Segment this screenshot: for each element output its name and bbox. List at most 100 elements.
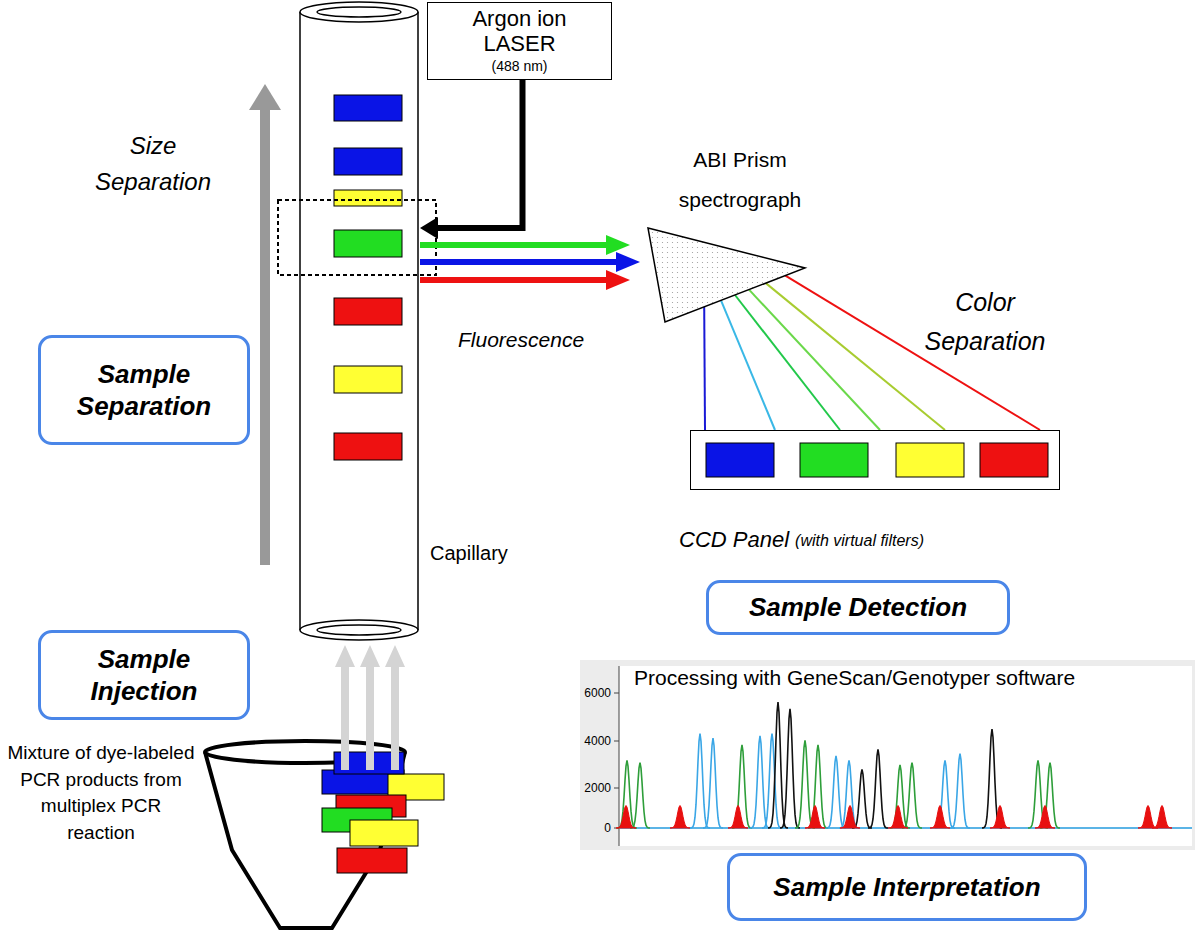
dna-bands (334, 95, 402, 460)
ccd-filter-cells (980, 443, 1048, 477)
capillary-tube (417, 12, 419, 630)
axis-tick-label: 2000 (571, 781, 611, 795)
dna-bands (334, 366, 402, 393)
peak-trace (868, 749, 888, 828)
axis-tick-label: 4000 (571, 734, 611, 748)
node-label: Sample Detection (749, 591, 967, 624)
vial-bands (350, 820, 418, 846)
laser-box: Argon ion LASER (488 nm) (427, 2, 612, 80)
node-label: Sample Separation (53, 358, 235, 423)
peak-trace (703, 738, 723, 828)
injection-arrows (341, 665, 349, 770)
stage-box: Sample Separation (38, 335, 250, 445)
injection-arrows (366, 665, 374, 770)
axis-caption: Size Separation (88, 128, 218, 200)
arrowhead (616, 252, 640, 272)
size-standard-peak (728, 806, 748, 828)
size-standard-peak (840, 806, 860, 828)
stage-box: Sample Injection (38, 630, 250, 720)
node-sublabel: (488 nm) (491, 58, 547, 75)
connector (420, 235, 640, 290)
node-label: Processing with GeneScan/Genotyper softw… (630, 666, 1079, 690)
signal-caption: Fluorescence (458, 328, 584, 352)
vial-bands (322, 752, 444, 873)
arrowhead (420, 217, 438, 239)
size-standard-peak (1035, 806, 1055, 828)
injection-arrows (391, 665, 399, 770)
electropherogram-panel (619, 666, 1192, 846)
size-standard-peak (990, 806, 1010, 828)
connector-line (438, 80, 523, 228)
injection-arrows (335, 645, 355, 667)
step-caption: Color Separation (915, 283, 1055, 361)
size-separation-arrow (249, 84, 281, 565)
dna-bands (334, 190, 402, 206)
stage-box: Sample Detection (706, 580, 1010, 635)
peak-trace (826, 756, 846, 828)
size-standard-peak (616, 806, 636, 828)
peak-trace (902, 763, 922, 828)
connector-line (703, 307, 706, 430)
injection-arrows (385, 645, 405, 667)
electropherogram-panel (580, 660, 1195, 850)
electropherogram-panel (614, 788, 619, 789)
dna-bands (334, 95, 402, 121)
connector-line (420, 242, 606, 248)
connector-line (735, 295, 840, 430)
dna-bands (334, 433, 402, 460)
connector-line (420, 277, 606, 283)
dna-bands (334, 298, 402, 325)
electropherogram-panel (614, 693, 619, 694)
node-label: Argon ion LASER (460, 7, 580, 56)
size-standard-peak (1138, 806, 1158, 828)
connector (420, 80, 523, 239)
capillary-tube (300, 2, 418, 640)
ccd-filter-cells (896, 443, 964, 477)
axis-tick-label: 6000 (571, 686, 611, 700)
dna-bands (334, 230, 402, 257)
size-standard-peak (930, 806, 950, 828)
node-label: Sample Injection (53, 643, 235, 708)
electropherogram-node: Processing with GeneScan/Genotyper softw… (580, 660, 1195, 850)
stage-box: Sample Interpretation (727, 853, 1087, 921)
electropherogram-panel (614, 741, 619, 742)
arrowhead (606, 235, 630, 255)
peak-trace (762, 734, 782, 828)
electropherogram-panel (580, 660, 1195, 850)
peak-trace (630, 763, 650, 828)
ccd-panel: CCD Panel(with virtual filters) (690, 430, 1060, 490)
axis-tick-label: 0 (571, 821, 611, 835)
peak-trace (617, 761, 637, 828)
peak-trace (690, 734, 710, 828)
vial-bands (337, 848, 407, 873)
capillary-tube (299, 12, 301, 630)
injection-arrows (335, 645, 405, 770)
node-sublabel: (with virtual filters) (795, 532, 924, 550)
size-separation-arrow (249, 84, 281, 110)
prism-triangle (648, 228, 805, 322)
arrowhead (606, 270, 630, 290)
node-label: Sample Interpretation (773, 871, 1040, 904)
capillary-tube (300, 620, 418, 640)
peak-trace (852, 770, 872, 828)
node-label: CCD Panel (679, 527, 789, 553)
size-standard-peak (888, 806, 908, 828)
capillary-node: Capillary (300, 0, 418, 640)
injection-arrows (360, 645, 380, 667)
capillary-tube (300, 2, 418, 22)
ccd-filter-cells (706, 443, 1048, 477)
capillary-tube (317, 7, 401, 17)
ccd-filter-cells (800, 443, 868, 477)
size-standard-peak (805, 806, 825, 828)
size-separation-arrow (260, 108, 270, 565)
capillary-tube (317, 625, 401, 635)
peak-trace (839, 761, 859, 828)
ccd-filter-cells (706, 443, 774, 477)
dna-bands (334, 148, 402, 175)
peak-trace (950, 754, 970, 828)
sample-caption: Mixture of dye-labeled PCR products from… (5, 740, 197, 846)
connector-line (721, 300, 775, 430)
node-label: ABI Prism spectrograph (660, 140, 820, 220)
